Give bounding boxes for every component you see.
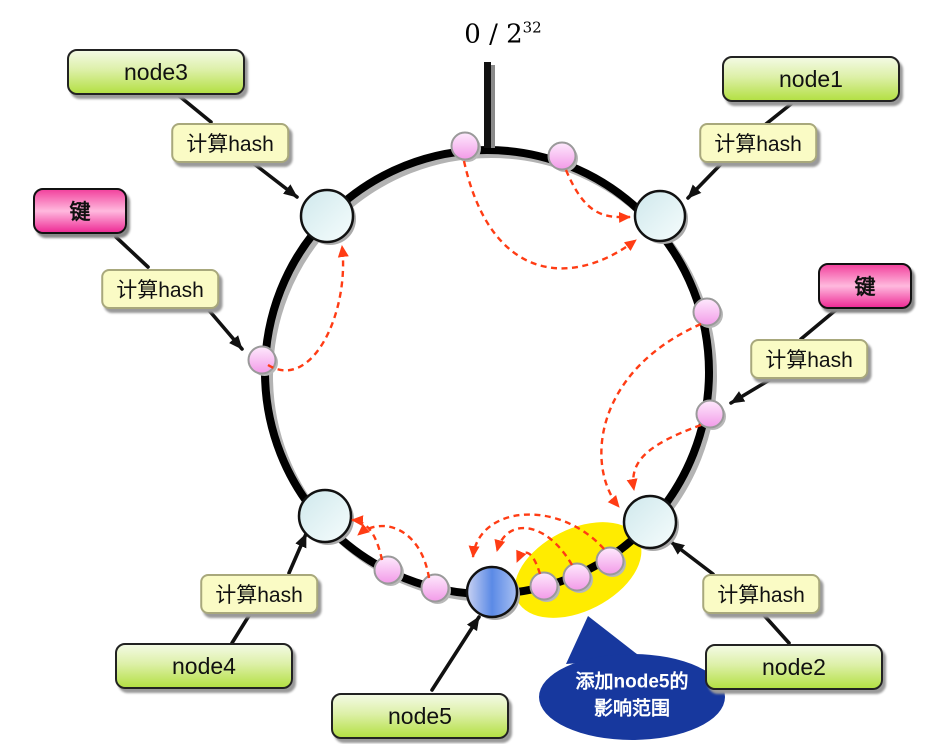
node5-label-arrow [430,615,481,692]
compute-hash-box-node4: 计算hash [200,574,318,614]
node2-circle [622,494,678,550]
hash-to-key-right-arrow [729,377,773,405]
speech-bubble [539,654,725,740]
node4-circle [297,488,353,544]
red-arrow [494,526,574,566]
red-arrow [462,160,637,270]
hash-to-key-left-arrow [205,306,244,351]
ring-start-label: 0 / 232 [464,19,541,50]
key-dot [595,546,625,576]
compute-hash-box-key-right: 计算hash [750,339,868,379]
key-mapping-arrows [267,160,702,579]
red-arrow [600,322,702,508]
node3-to-hash-line [176,93,213,124]
ring-start-exponent: 32 [522,18,542,37]
key-dot [562,562,592,592]
key-dots [247,131,725,603]
red-arrow [515,549,542,575]
hash-to-node1-arrow [686,162,723,200]
key-label-box-right: 键 [818,263,912,309]
compute-hash-box-node2: 计算hash [702,574,820,614]
red-arrow [357,523,431,579]
node1-label-box: node1 [722,56,900,102]
node2-to-hash-line [760,611,791,645]
node1-circle [633,189,687,243]
speech-bubble-tail [566,616,642,664]
red-arrow [564,169,631,223]
red-arrow [468,513,605,558]
node4-label-box: node4 [115,643,293,689]
key-dot [695,399,725,429]
ring-start-tick [484,62,491,148]
hash-to-node4-arrow [287,532,308,575]
key-dot [692,297,722,327]
node4-to-hash-line [230,612,252,645]
node1-to-hash-line [764,102,793,126]
key-right-to-hash-line [799,307,839,341]
compute-hash-box-key-left: 计算hash [101,269,219,309]
node5-circle [465,565,519,619]
key-dot [529,571,559,601]
key-dot [373,555,403,585]
ring-start-value: 0 / 2 [464,19,523,50]
node3-label-box: node3 [67,49,245,95]
node3-circle [299,188,355,244]
ring-start-tick-shadow [489,65,495,148]
compute-hash-box-node3: 计算hash [171,123,289,163]
key-dot [420,573,450,603]
key-dot [450,131,480,161]
key-label-box-left: 键 [33,188,127,234]
bubble-line1: 添加node5的 [575,671,689,693]
key-dot [247,345,277,375]
key-left-to-hash-line [114,235,150,269]
red-arrow [626,423,702,491]
node5-label-box: node5 [331,693,509,739]
hash-placement-arrows [205,161,773,692]
hash-to-node3-arrow [251,161,299,199]
compute-hash-box-node1: 计算hash [699,123,817,163]
key-dot [547,141,577,171]
hash-to-node2-arrow [669,540,715,576]
red-arrow [351,515,384,561]
bubble-line2: 影响范围 [593,698,670,719]
node5-impact-bubble-text: 添加node5的 影响范围 [537,669,727,722]
node2-label-box: node2 [705,644,883,690]
label-connector-lines [114,93,839,645]
